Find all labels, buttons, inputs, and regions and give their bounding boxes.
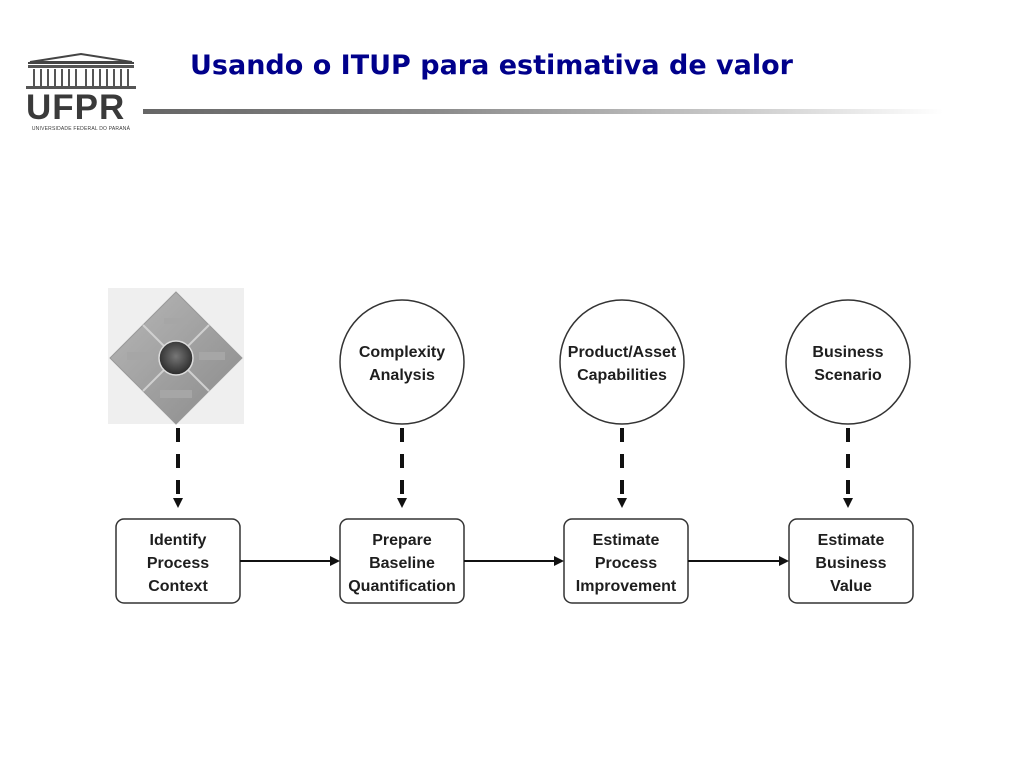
step-label-line: Quantification <box>348 578 456 595</box>
step-label-line: Improvement <box>576 578 677 595</box>
itup-framework-diamond <box>108 288 244 425</box>
input-label-line: Product/Asset <box>568 344 677 361</box>
step-label-line: Estimate <box>818 532 885 549</box>
input-label-line: Capabilities <box>577 367 667 384</box>
ufpr-logo: UFPR UNIVERSIDADE FEDERAL DO PARANÁ <box>22 52 140 138</box>
step-label-line: Identify <box>150 532 207 549</box>
step-label-line: Baseline <box>369 555 435 572</box>
step-label-line: Estimate <box>593 532 660 549</box>
step-label-line: Process <box>595 555 657 572</box>
step-label-line: Context <box>148 578 208 595</box>
title-divider <box>143 109 943 114</box>
step-label-line: Business <box>815 555 886 572</box>
step-prepare-baseline-quantification: Prepare Baseline Quantification <box>339 518 465 604</box>
step-label-line: Prepare <box>372 532 432 549</box>
input-label-line: Scenario <box>814 367 882 384</box>
input-label-line: Complexity <box>359 344 445 361</box>
step-label-line: Value <box>830 578 872 595</box>
input-label-line: Analysis <box>369 367 435 384</box>
slide-title: Usando o ITUP para estimativa de valor <box>190 50 793 81</box>
step-estimate-process-improvement: Estimate Process Improvement <box>563 518 689 604</box>
input-business-scenario: Business Scenario <box>785 299 911 425</box>
step-estimate-business-value: Estimate Business Value <box>788 518 914 604</box>
input-product-asset-capabilities: Product/Asset Capabilities <box>559 299 685 425</box>
building-icon <box>26 52 136 89</box>
step-identify-process-context: Identify Process Context <box>115 518 241 604</box>
logo-wordmark: UFPR <box>26 88 126 127</box>
input-complexity-analysis: Complexity Analysis <box>339 299 465 425</box>
logo-subtitle: UNIVERSIDADE FEDERAL DO PARANÁ <box>31 126 131 132</box>
input-label-line: Business <box>812 344 883 361</box>
step-label-line: Process <box>147 555 209 572</box>
